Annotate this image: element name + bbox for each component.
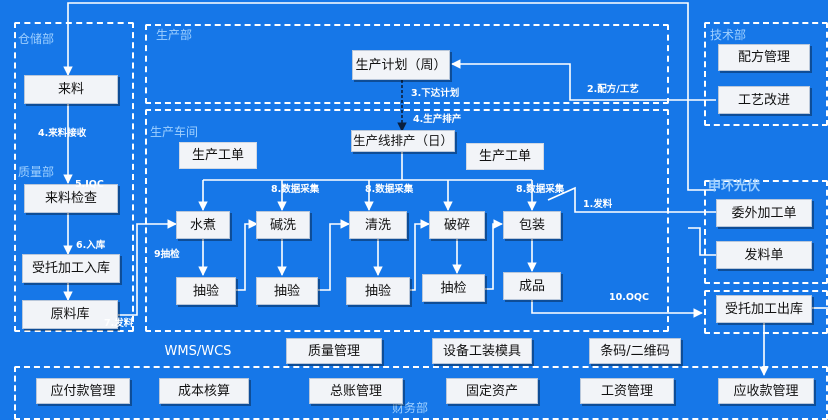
edge-s1-alkali: [236, 219, 258, 291]
node-raw-material-store[interactable]: 原料库: [22, 300, 118, 329]
zone-label-finance: 财务部: [392, 401, 429, 415]
zone-label-technology: 技术部: [710, 28, 747, 42]
node-recipe-management[interactable]: 配方管理: [718, 44, 810, 71]
edge-partner-to-packing: [547, 186, 716, 213]
system-wms[interactable]: WMS/WCS: [150, 339, 246, 363]
node-alkali-wash[interactable]: 碱洗: [256, 211, 310, 239]
node-work-order-right[interactable]: 生产工单: [466, 143, 544, 170]
edge-finished-outbound: [531, 300, 703, 318]
edge-recipe-to-plan: [451, 59, 716, 101]
edge-label-oqc: 10.OQC: [609, 292, 649, 303]
edge-label-recipe-process: 2.配方/工艺: [587, 84, 639, 95]
zone-partner: [704, 180, 828, 284]
node-consigned-inbound[interactable]: 受托加工入库: [22, 254, 120, 283]
node-work-order-left[interactable]: 生产工单: [179, 142, 257, 169]
node-boiling[interactable]: 水煮: [176, 211, 230, 239]
system-barcode[interactable]: 条码/二维码: [589, 338, 681, 364]
node-finished-goods[interactable]: 成品: [503, 272, 561, 300]
edge-label-iqc: 5.IQC: [75, 179, 104, 190]
finance-cost-accounting[interactable]: 成本核算: [159, 378, 249, 404]
zone-finance: [14, 366, 828, 420]
finance-payroll[interactable]: 工资管理: [580, 378, 674, 404]
edge-label-collect-3: 8.数据采集: [516, 184, 565, 195]
edge-s4-packing: [485, 219, 503, 290]
finance-fixed-assets[interactable]: 固定资产: [446, 378, 538, 404]
node-packing[interactable]: 包装: [503, 211, 561, 239]
zone-label-production-dept: 生产部: [156, 28, 193, 42]
node-sample-1[interactable]: 抽验: [176, 277, 236, 305]
zone-label-workshop: 生产车间: [150, 125, 199, 139]
edge-label-collect-1: 8.数据采集: [271, 184, 320, 195]
node-production-plan[interactable]: 生产计划（周）: [352, 50, 450, 80]
edge-store-to-boiling: [118, 219, 177, 316]
edge-issue-note: [688, 227, 716, 256]
node-sample-4[interactable]: 抽检: [422, 274, 485, 302]
zone-label-quality: 质量部: [18, 165, 55, 179]
zone-workshop: [145, 109, 669, 332]
node-sample-3[interactable]: 抽验: [346, 277, 410, 305]
edge-label-collect-2: 8.数据采集: [365, 184, 414, 195]
zone-warehouse-quality: [14, 22, 134, 332]
edge-s3-crushing: [410, 219, 430, 291]
edge-label-schedule: 4.生产排产: [413, 114, 462, 125]
node-crushing[interactable]: 破碎: [429, 211, 485, 239]
edge-label-receive: 4.来料接收: [38, 128, 87, 139]
node-consigned-outbound[interactable]: 受托加工出库: [716, 295, 812, 323]
node-issue-note[interactable]: 发料单: [716, 241, 812, 269]
zone-label-warehouse: 仓储部: [18, 32, 55, 46]
finance-general-ledger[interactable]: 总账管理: [309, 378, 403, 404]
node-outsourced-order[interactable]: 委外加工单: [716, 199, 812, 227]
node-process-improvement[interactable]: 工艺改进: [718, 86, 810, 114]
system-equipment[interactable]: 设备工装模具: [432, 338, 532, 364]
edge-label-issue-material: 7.发料: [104, 318, 134, 329]
edge-label-sampling: 9抽检: [154, 249, 180, 260]
node-incoming[interactable]: 来料: [24, 75, 118, 104]
edge-label-inbound: 6.入库: [76, 240, 106, 251]
system-quality-mgmt[interactable]: 质量管理: [286, 338, 382, 364]
node-sample-2[interactable]: 抽验: [256, 277, 318, 305]
edge-s2-cleaning: [318, 219, 350, 291]
zone-label-partner: 申环光伏: [708, 179, 761, 194]
edge-label-dispatch-plan: 3.下达计划: [411, 88, 460, 99]
node-incoming-inspection[interactable]: 来料检查: [24, 184, 118, 213]
node-line-scheduling[interactable]: 生产线排产（日）: [351, 130, 455, 152]
edge-top-loop: [67, 2, 716, 191]
finance-payables[interactable]: 应付款管理: [36, 378, 130, 404]
edge-label-issue: 1.发料: [583, 199, 613, 210]
zone-technology: [704, 22, 828, 126]
finance-receivables[interactable]: 应收款管理: [718, 378, 814, 404]
node-cleaning[interactable]: 清洗: [349, 211, 407, 239]
zone-outbound: [704, 290, 828, 334]
zone-production-dept: [145, 24, 669, 104]
